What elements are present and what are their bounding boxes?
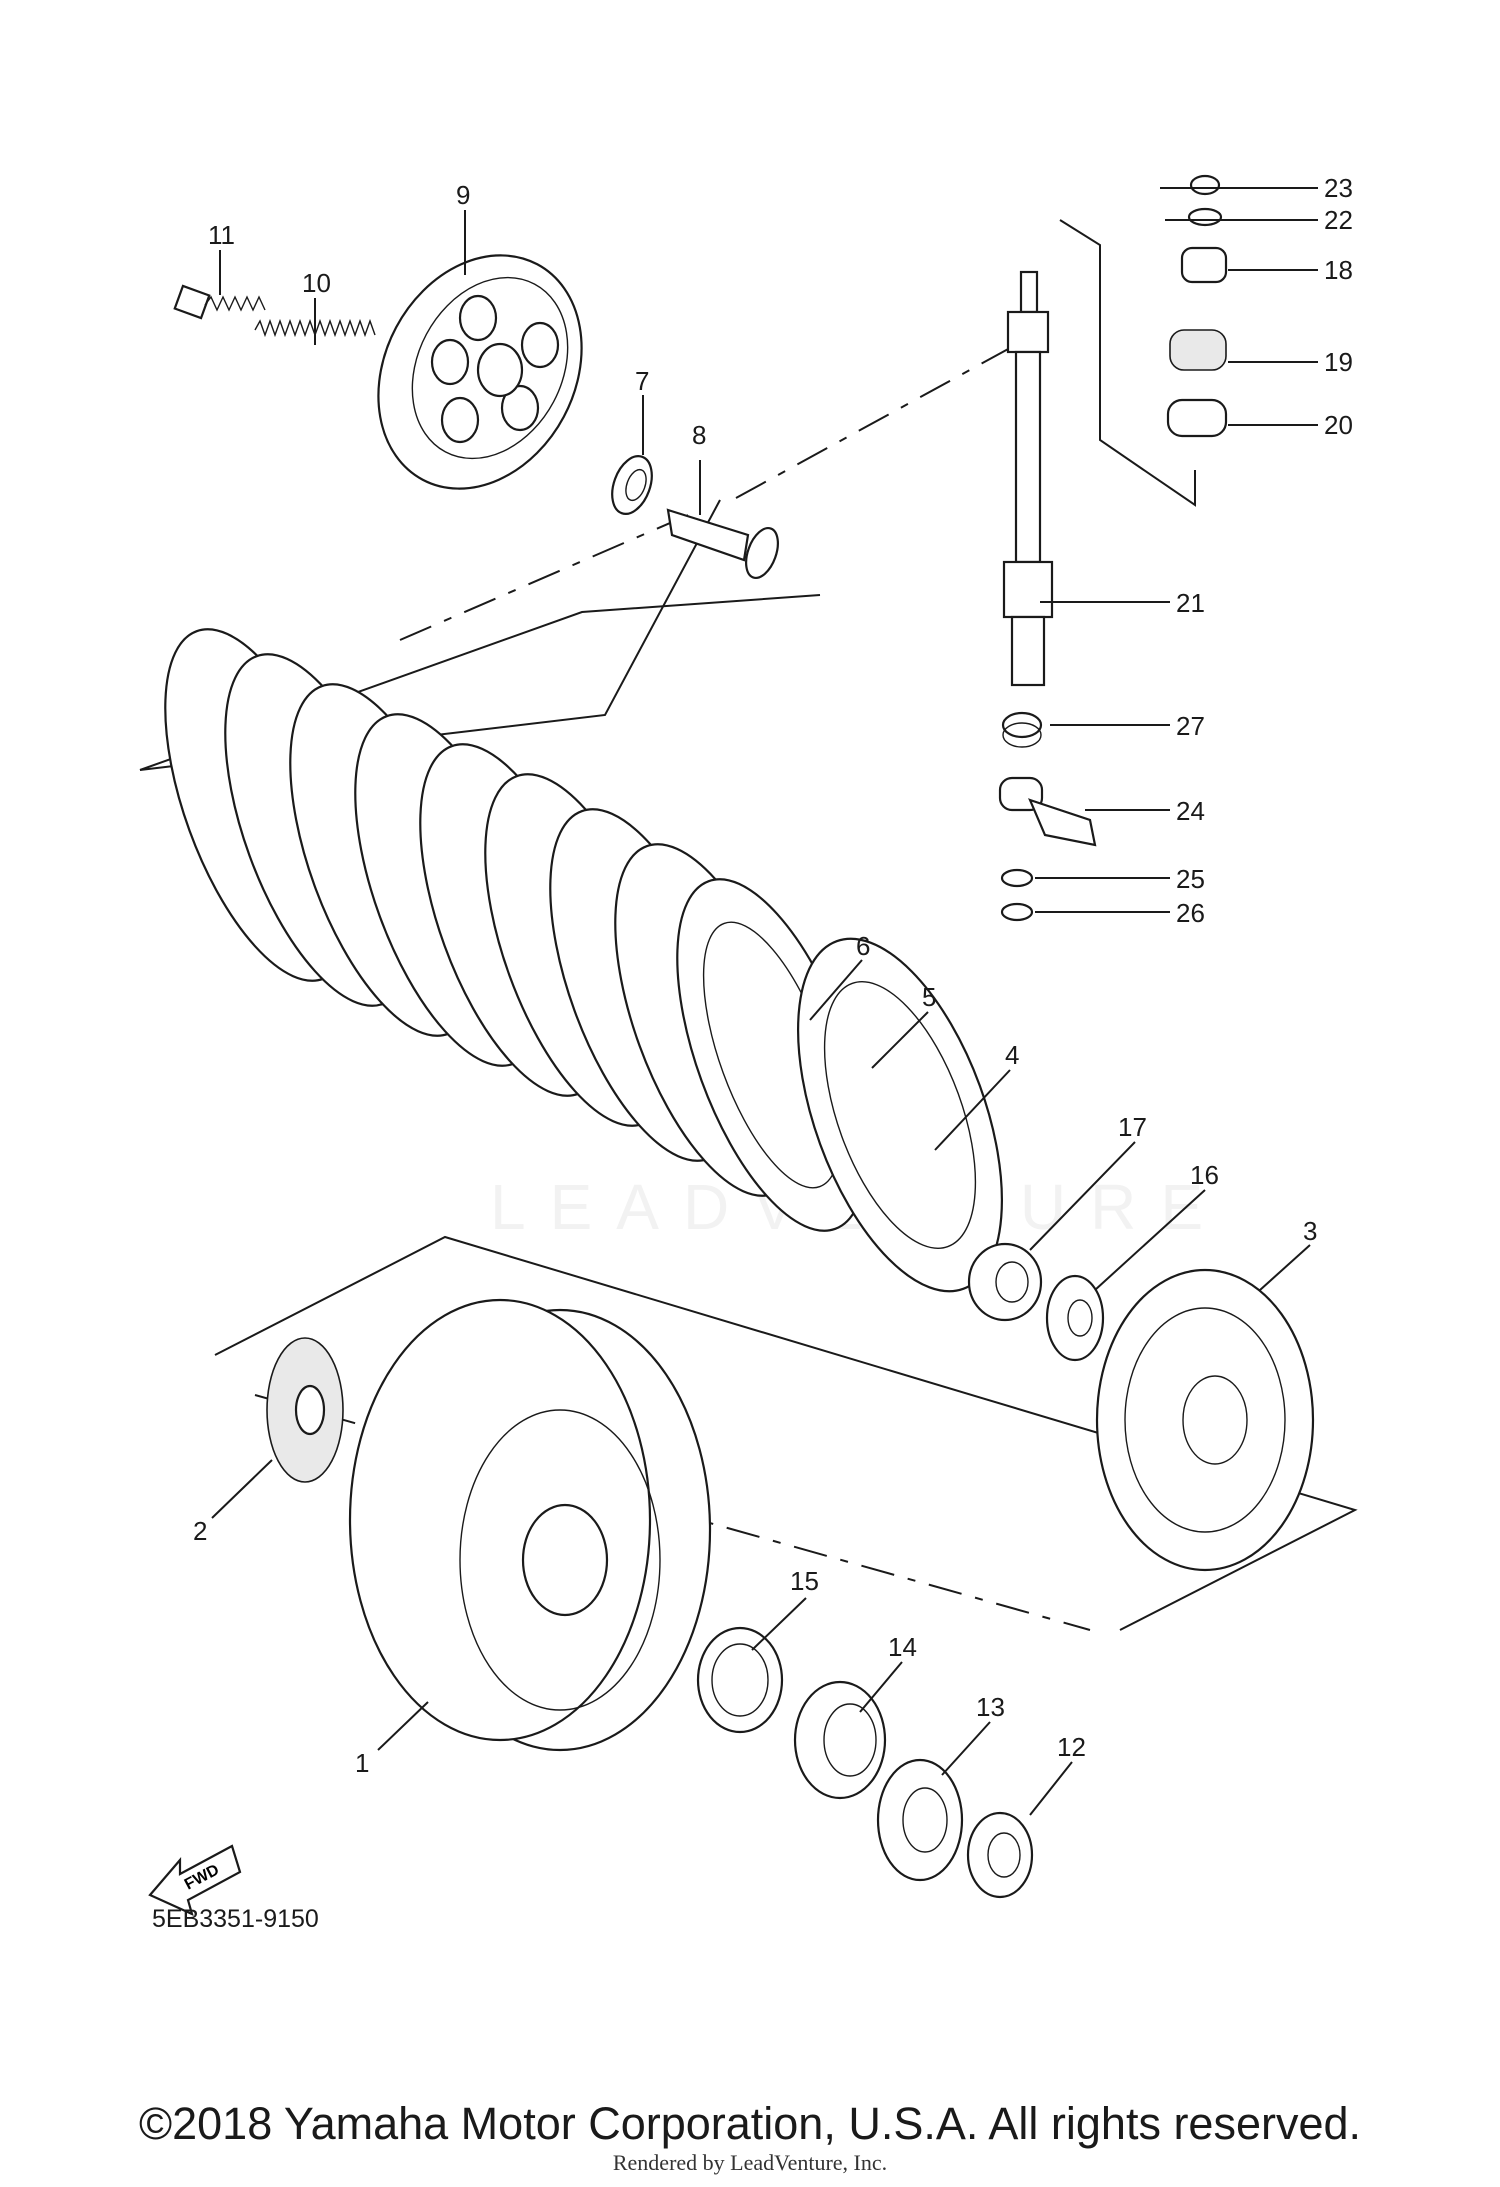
leader-lines [211,187,1318,1816]
callout-2: 2 [193,1516,207,1546]
callout-22: 22 [1324,205,1353,235]
part-15-needle-bearing [696,1626,784,1734]
part-21-push-lever-shaft [1002,270,1054,687]
callout-21: 21 [1176,588,1205,618]
callout-16: 16 [1190,1160,1219,1190]
part-13-washer [876,1758,964,1882]
part-17-nut [967,1242,1043,1322]
part-7-bearing [611,455,653,515]
callout-3: 3 [1303,1216,1317,1246]
callout-24: 24 [1176,796,1205,826]
callout-10: 10 [302,268,331,298]
callout-13: 13 [976,1692,1005,1722]
callout-6: 6 [856,931,870,961]
callout-4: 4 [1005,1040,1019,1070]
fwd-direction-arrow: FWD [148,1844,242,1916]
callout-8: 8 [692,420,706,450]
small-hardware-lower [998,711,1097,922]
callout-1: 1 [355,1748,369,1778]
callout-5: 5 [922,982,936,1012]
callout-27: 27 [1176,711,1205,741]
rendered-by-notice: Rendered by LeadVenture, Inc. [612,2150,888,2175]
part-8-push-rod [666,508,779,579]
callout-20: 20 [1324,410,1353,440]
part-12-nut [966,1811,1034,1899]
part-4-plate [797,937,1003,1293]
part-3-clutch-boss [1095,1268,1315,1572]
part-9-pressure-plate [377,254,583,490]
part-16-lock-washer [1045,1274,1105,1362]
callout-14: 14 [888,1632,917,1662]
part-14-spacer [793,1680,887,1800]
callout-12: 12 [1057,1732,1086,1762]
callout-17: 17 [1118,1112,1147,1142]
callout-25: 25 [1176,864,1205,894]
callout-23: 23 [1324,173,1353,203]
callout-9: 9 [456,180,470,210]
callout-18: 18 [1324,255,1353,285]
diagram-reference-code: 5EB3351-9150 [152,1905,319,1933]
callout-15: 15 [790,1566,819,1596]
part-1-clutch-housing [348,1298,712,1752]
part-11-bolt [173,284,266,320]
copyright-notice: ©2018 Yamaha Motor Corporation, U.S.A. A… [138,2098,1362,2149]
small-hardware-upper [1166,174,1228,438]
callout-19: 19 [1324,347,1353,377]
callout-numbers: 9 10 11 7 8 23 22 18 19 20 21 27 24 25 2… [193,173,1353,1778]
callout-7: 7 [635,366,649,396]
part-2-thrust-washer [266,1337,344,1483]
clutch-plate-stack [164,628,868,1232]
callout-11: 11 [208,220,235,250]
callout-26: 26 [1176,898,1205,928]
